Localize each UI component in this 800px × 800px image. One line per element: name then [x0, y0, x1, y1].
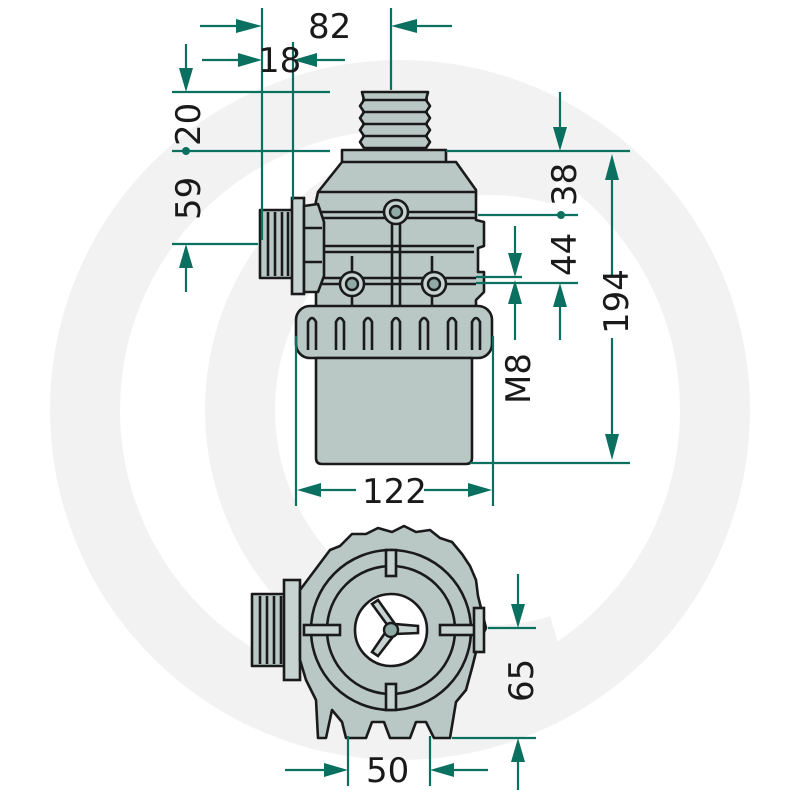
dim-44: 44	[545, 233, 585, 276]
mount-boss-right	[420, 270, 448, 298]
dim-38: 38	[545, 163, 585, 206]
side-inlet-thread	[258, 196, 326, 296]
filter-head-body	[310, 148, 486, 314]
dim-122: 122	[362, 472, 427, 512]
bottom-view-dimensions: 50 65	[285, 574, 542, 791]
top-thread-connector	[358, 90, 432, 150]
filter-side-view	[258, 90, 494, 466]
dim-20: 20	[169, 103, 209, 146]
mount-boss-top	[382, 198, 410, 226]
mount-boss-left	[338, 270, 366, 298]
side-view-dimensions: 82 18 20 59 38 44 M8 194	[169, 7, 637, 512]
dim-M8: M8	[499, 353, 539, 404]
dim-50: 50	[366, 751, 409, 791]
dim-18: 18	[258, 41, 301, 81]
bottom-inlet-thread	[250, 578, 302, 682]
bowl-nut-ring	[294, 304, 494, 360]
filter-bowl	[314, 356, 474, 466]
dim-82: 82	[308, 7, 351, 47]
dim-194: 194	[597, 269, 637, 334]
strainer-spider-icon	[370, 598, 420, 658]
dim-59: 59	[169, 177, 209, 220]
dim-65: 65	[502, 659, 542, 702]
filter-bottom-view	[250, 524, 488, 740]
